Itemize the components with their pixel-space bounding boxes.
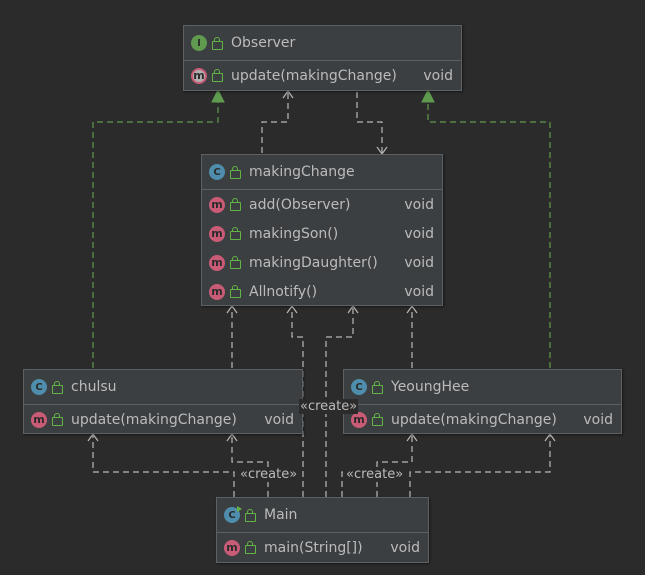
public-lock-icon <box>52 380 63 394</box>
realization-younghee-observer <box>427 102 551 368</box>
dependency-arrowhead <box>282 89 294 99</box>
class-icon: C <box>209 164 225 180</box>
public-lock-icon <box>372 413 383 426</box>
create-main-younghee-inner <box>341 471 343 497</box>
method-icon: m <box>209 196 225 213</box>
public-lock-icon <box>372 380 383 394</box>
main-name: Main <box>264 507 298 523</box>
method-icon: m <box>209 283 225 300</box>
method-icon: m <box>31 411 47 428</box>
dependency-arrowhead <box>286 304 298 314</box>
dependency-arrowhead <box>544 432 556 442</box>
method-signature: main(String[]) <box>264 539 363 556</box>
method-signature: Allnotify() <box>249 283 318 300</box>
method-return-type: void <box>404 225 434 242</box>
method-signature: add(Observer) <box>249 196 351 213</box>
method-return-type: void <box>404 196 434 213</box>
makingchange-method-row[interactable]: m add(Observer) void <box>202 190 442 219</box>
younghee-header: C YeoungHee <box>344 370 621 405</box>
method-signature: update(makingChange) <box>391 411 557 428</box>
public-lock-icon <box>212 69 223 82</box>
method-return-type: void <box>390 539 420 556</box>
makingchange-name: makingChange <box>249 164 355 180</box>
dependency-arrowhead <box>406 304 418 314</box>
public-lock-icon <box>245 541 256 554</box>
younghee-class-box[interactable]: C YeoungHee m update(makingChange) void <box>343 369 622 434</box>
method-signature: update(makingChange) <box>231 67 397 84</box>
dependency-main-chulsu <box>231 434 269 497</box>
public-lock-icon <box>245 508 256 522</box>
public-lock-icon <box>230 285 241 298</box>
observer-method-row[interactable]: m update(makingChange) void <box>184 61 461 90</box>
method-signature: makingSon() <box>249 225 339 242</box>
realization-arrowhead <box>211 88 225 103</box>
runnable-class-icon: C <box>224 506 242 523</box>
chulsu-header: C chulsu <box>24 370 302 405</box>
method-signature: makingDaughter() <box>249 254 378 271</box>
public-lock-icon <box>230 165 241 179</box>
dependency-arrowhead <box>406 432 418 442</box>
method-return-type: void <box>264 411 294 428</box>
chulsu-class-box[interactable]: C chulsu m update(makingChange) void <box>23 369 303 434</box>
dependency-arrowhead <box>226 432 238 442</box>
realization-chulsu-observer <box>92 102 219 368</box>
dependency-main-younghee <box>376 434 413 497</box>
class-icon: C <box>31 379 47 395</box>
create-main-younghee <box>409 434 551 497</box>
create-main-chulsu <box>92 434 235 497</box>
chulsu-method-row[interactable]: m update(makingChange) void <box>24 405 302 434</box>
dependency-makingchange-observer <box>261 92 289 153</box>
public-lock-icon <box>230 227 241 240</box>
chulsu-name: chulsu <box>71 379 117 395</box>
method-return-type: void <box>404 254 434 271</box>
main-header: C Main <box>217 498 428 533</box>
method-icon: m <box>209 254 225 271</box>
dependency-observer-makingchange <box>356 92 383 153</box>
method-return-type: void <box>404 283 434 300</box>
public-lock-icon <box>230 198 241 211</box>
static-method-icon: m <box>224 539 240 556</box>
public-lock-icon <box>230 256 241 269</box>
dependency-arrowhead <box>226 304 238 314</box>
create-label: «create» <box>239 467 299 482</box>
makingchange-method-row[interactable]: m makingSon() void <box>202 219 442 248</box>
create-main-makingchange-right <box>325 306 354 497</box>
public-lock-icon <box>52 413 63 426</box>
makingchange-class-box[interactable]: C makingChange m add(Observer) void m ma… <box>201 154 443 306</box>
method-signature: update(makingChange) <box>71 411 237 428</box>
method-icon: m <box>209 225 225 242</box>
makingchange-method-row[interactable]: m makingDaughter() void <box>202 248 442 277</box>
public-lock-icon <box>212 36 223 50</box>
interface-icon: I <box>191 35 207 51</box>
dependency-arrowhead <box>87 432 99 442</box>
abstract-method-icon: m <box>191 67 207 84</box>
realization-arrowhead <box>421 88 435 103</box>
create-label: «create» <box>299 399 359 414</box>
younghee-method-row[interactable]: m update(makingChange) void <box>344 405 621 434</box>
observer-interface-box[interactable]: I Observer m update(makingChange) void <box>183 25 462 91</box>
create-main-makingchange-left <box>291 306 304 497</box>
younghee-name: YeoungHee <box>391 379 470 395</box>
dependency-arrowhead <box>347 304 359 314</box>
method-icon: m <box>351 411 367 428</box>
create-label: «create» <box>345 467 405 482</box>
makingchange-header: C makingChange <box>202 155 442 190</box>
makingchange-method-row[interactable]: m Allnotify() void <box>202 277 442 306</box>
observer-header: I Observer <box>184 26 461 61</box>
observer-name: Observer <box>231 35 296 51</box>
method-return-type: void <box>423 67 453 84</box>
main-method-row[interactable]: m main(String[]) void <box>217 533 428 562</box>
main-class-box[interactable]: C Main m main(String[]) void <box>216 497 429 563</box>
class-icon: C <box>351 379 367 395</box>
method-return-type: void <box>583 411 613 428</box>
